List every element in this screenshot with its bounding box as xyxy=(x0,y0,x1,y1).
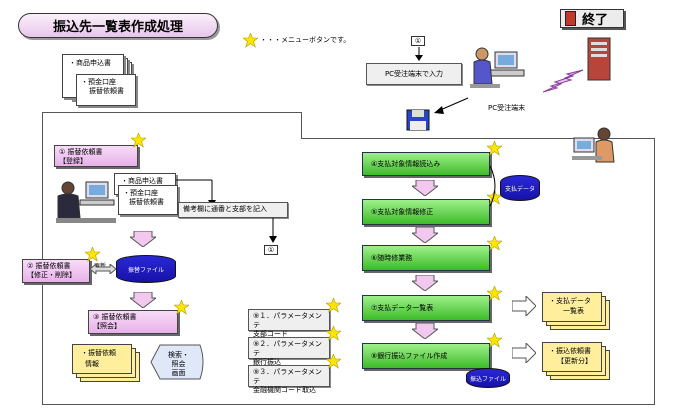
account-transfer-doc: ・預金口座 振替依頼書 xyxy=(76,74,136,106)
account-line: ・預金口座 xyxy=(81,78,116,86)
output-arrow-icon xyxy=(512,296,536,316)
connector-1-top: ① xyxy=(411,36,425,46)
view-line: 照会 xyxy=(171,360,186,368)
menu-star-icon xyxy=(487,141,502,156)
doc-line: 【更新分】 xyxy=(557,357,592,365)
button-line: ③ 振替依頼書 xyxy=(93,313,137,321)
server-icon xyxy=(587,37,611,81)
doc-line: 一覧表 xyxy=(563,307,584,315)
menu-star-icon xyxy=(174,300,189,315)
edit-payment-info-button[interactable]: ⑤支払対象情報修正 xyxy=(362,199,490,225)
bidirectional-arrow-icon xyxy=(90,264,116,274)
button-line: ② 振替依頼書 xyxy=(27,262,71,270)
flow-arrow-icon xyxy=(412,227,438,243)
param-line: ⑨１．パラメータメンテ xyxy=(253,312,322,329)
menu-star-icon xyxy=(487,236,502,251)
param-line: ⑨３．パラメータメンテ xyxy=(253,368,322,385)
bank-transfer-file-button[interactable]: ⑧銀行振込ファイル作成 xyxy=(362,343,490,369)
transfer-view-button[interactable]: ③ 振替依頼書 【照会】 xyxy=(88,310,178,334)
flow-arrow-icon xyxy=(412,323,438,339)
menu-star-icon xyxy=(487,286,502,301)
param-branch-code-button[interactable]: ⑨１．パラメータメンテ 支部コード xyxy=(248,309,330,338)
order-form-line: ・商品申込書 xyxy=(69,59,111,67)
clerk-desk-icon xyxy=(56,181,116,223)
menu-star-icon xyxy=(487,333,502,348)
flow-arrow-icon xyxy=(412,275,438,291)
arrow-down-icon xyxy=(269,218,277,243)
flow-arrow-icon xyxy=(130,231,156,247)
button-line: 【登録】 xyxy=(59,157,87,165)
pc-terminal-label: PC受注端末 xyxy=(488,104,526,112)
doc-line: ・支払データ xyxy=(549,297,591,305)
exit-door-icon xyxy=(565,11,576,26)
menu-star-icon xyxy=(85,247,100,262)
doc-line: ・振替依頼 xyxy=(81,349,116,357)
menu-star-icon xyxy=(243,33,258,48)
param-line: 支部コード xyxy=(253,330,288,338)
payment-data-db: 支払データ xyxy=(500,175,540,201)
operator-icon xyxy=(572,127,615,163)
doc-line: ・振込依頼書 xyxy=(549,347,591,355)
payment-list-doc: ・支払データ 一覧表 xyxy=(542,292,602,322)
view-screen-label: 検索・ 照会 画面 xyxy=(168,351,189,378)
transfer-info-doc: ・振替依頼 情報 xyxy=(72,344,132,374)
param-institution-code-button[interactable]: ⑨３．パラメータメンテ 金融機関コード取込 xyxy=(248,365,330,394)
doc-line: 情報 xyxy=(85,360,99,368)
menu-star-icon xyxy=(326,326,341,341)
view-screen-shape xyxy=(150,344,204,380)
order-form-line: ・商品申込書 xyxy=(121,177,163,185)
arrow-down-icon xyxy=(415,47,423,61)
param-line: ⑨２．パラメータメンテ xyxy=(253,340,322,357)
transfer-line: 振替依頼書 xyxy=(89,87,124,95)
db-link-line xyxy=(489,165,496,207)
param-line: 金融機関コード取込 xyxy=(253,386,316,394)
remark-box: 備考欄に通番と支部を記入 xyxy=(178,202,288,218)
pc-operator-icon xyxy=(470,47,525,88)
button-line: ① 振替依頼書 xyxy=(59,148,103,156)
transfer-line: 振替依頼書 xyxy=(129,198,164,206)
menu-star-icon xyxy=(131,133,146,148)
button-line: 【照会】 xyxy=(93,322,121,330)
transfer-file-db-2: 振込ファイル xyxy=(466,368,510,388)
param-bank-transfer-button[interactable]: ⑨２．パラメータメンテ 銀行振込 xyxy=(248,337,330,366)
transfer-file-db: 振替ファイル xyxy=(116,255,176,283)
read-payment-info-button[interactable]: ④支払対象情報読込み xyxy=(362,152,490,176)
flow-arrow-icon xyxy=(412,180,438,196)
network-lightning-icon xyxy=(543,69,584,93)
floppy-disk-icon xyxy=(406,109,430,131)
legend-text: ・・・メニューボタンです。 xyxy=(260,36,351,44)
quit-label: 終了 xyxy=(582,13,609,28)
transfer-edit-delete-button[interactable]: ② 振替依頼書 【修正・削除】 xyxy=(22,259,90,283)
output-arrow-icon xyxy=(512,343,536,363)
param-line: 銀行振込 xyxy=(253,358,281,366)
page-title: 振込先一覧表作成処理 xyxy=(18,13,218,38)
adhoc-task-button[interactable]: ⑥随時修業務 xyxy=(362,245,490,271)
arrow-to-floppy-icon xyxy=(434,97,469,114)
transfer-request-doc: ・振込依頼書 【更新分】 xyxy=(542,342,602,372)
pc-input-box: PC受注端末で入力 xyxy=(366,63,462,85)
quit-button[interactable]: 終了 xyxy=(560,9,624,28)
connector-1-bottom: ① xyxy=(264,245,278,255)
flow-arrow-icon xyxy=(130,292,156,308)
payment-list-button[interactable]: ⑦支払データ一覧表 xyxy=(362,295,490,321)
transfer-register-button[interactable]: ① 振替依頼書 【登録】 xyxy=(54,145,138,167)
button-line: 【修正・削除】 xyxy=(27,271,76,279)
view-line: 検索・ xyxy=(168,351,189,359)
account-line: ・預金口座 xyxy=(123,189,158,197)
menu-star-icon xyxy=(326,354,341,369)
menu-star-icon xyxy=(326,298,341,313)
view-line: 画面 xyxy=(171,369,186,377)
account-transfer-doc-2: ・預金口座 振替依頼書 xyxy=(118,185,178,215)
